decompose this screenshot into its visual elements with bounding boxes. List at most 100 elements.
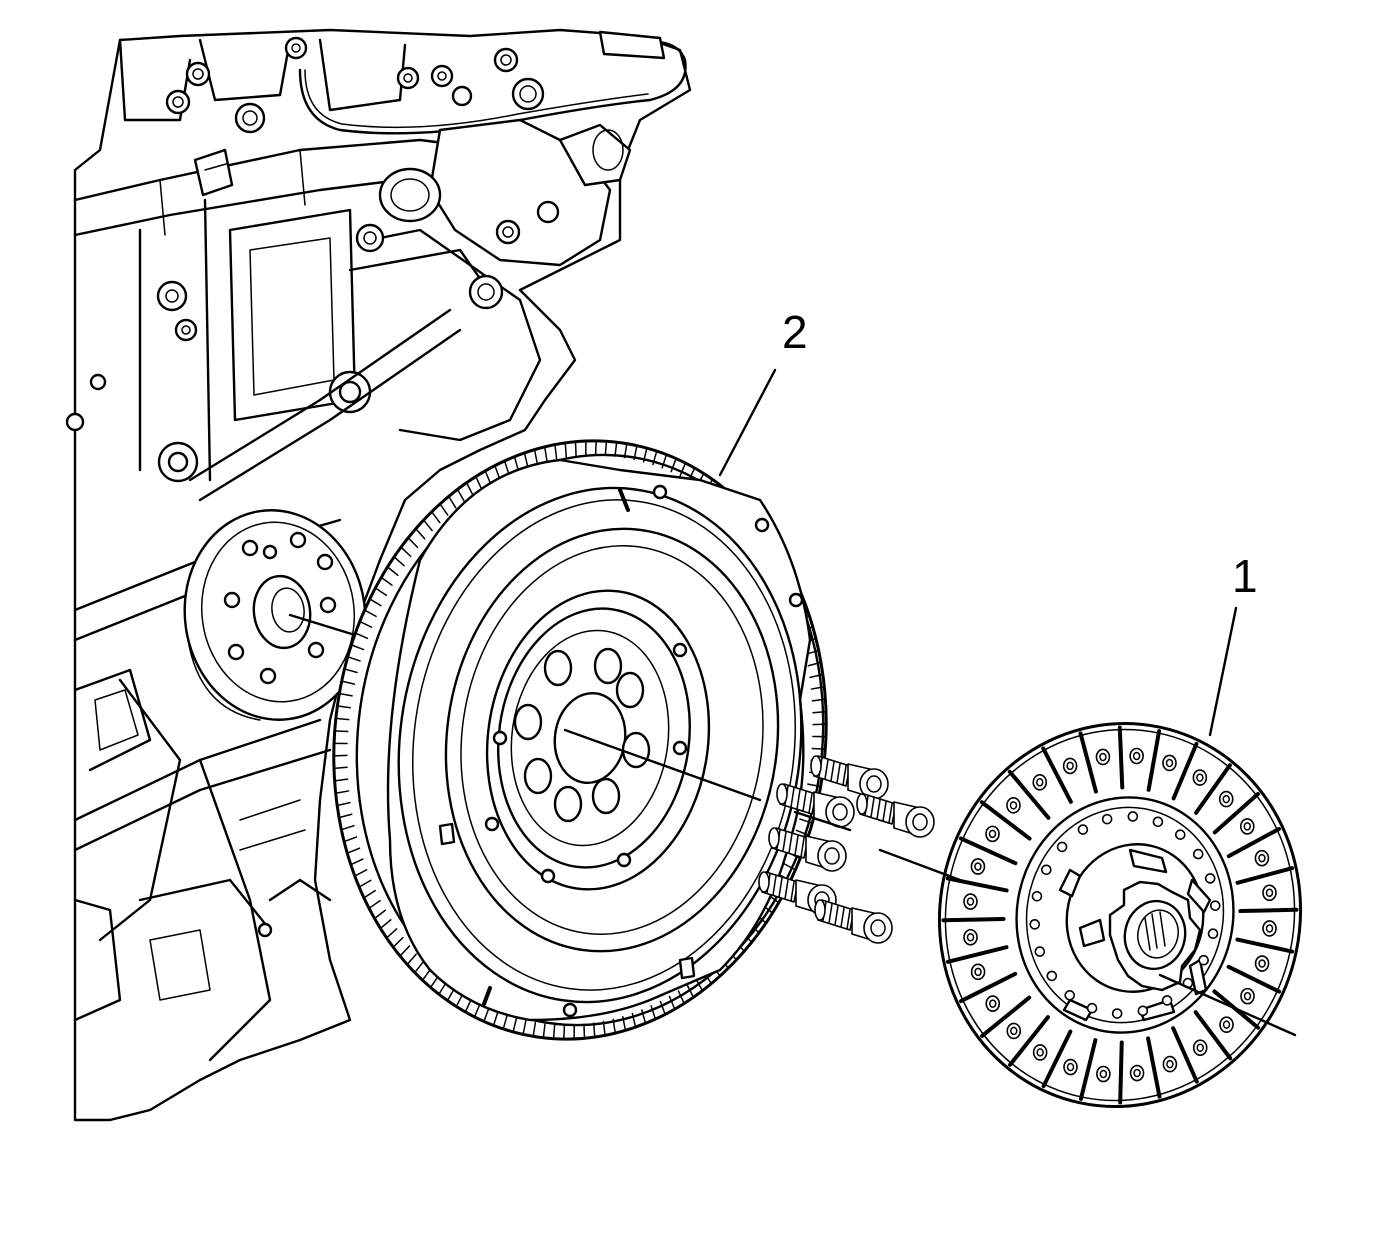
gear-tooth (513, 455, 519, 471)
gear-tooth (336, 801, 351, 807)
gear-tooth (795, 829, 810, 836)
gear-tooth (386, 566, 399, 577)
facing-rivet (1254, 955, 1270, 972)
gear-tooth (552, 1023, 556, 1040)
hub-hole (1031, 890, 1043, 902)
gear-tooth (385, 928, 398, 939)
gear-tooth (475, 475, 483, 490)
facing-rivet (1254, 849, 1270, 867)
facing-groove (1078, 731, 1098, 794)
gear-tooth (679, 462, 687, 477)
facing-groove (945, 945, 1009, 964)
gear-tooth (512, 1017, 518, 1033)
gear-tooth (464, 998, 472, 1013)
gear-tooth (354, 869, 368, 877)
flywheel-bolt (768, 827, 847, 872)
facing-rivet (963, 893, 978, 910)
gear-tooth (430, 511, 441, 524)
gear-tooth (413, 961, 425, 974)
gear-tooth (399, 945, 411, 957)
callout-label-1: 1 (1232, 550, 1258, 602)
gear-tooth (543, 446, 548, 462)
gear-tooth (333, 766, 348, 770)
gear-tooth (363, 889, 376, 899)
engine-block (65, 28, 692, 1122)
gear-tooth (338, 692, 353, 697)
gear-tooth (523, 452, 529, 468)
gear-tooth (456, 488, 465, 502)
facing-groove (1238, 907, 1299, 914)
flywheel-bolts (758, 755, 935, 944)
gear-tooth (604, 440, 608, 457)
facing-groove (1171, 741, 1199, 801)
facing-rivet (1219, 1016, 1234, 1033)
callout-1-leader (1208, 606, 1238, 737)
gear-tooth (422, 519, 433, 532)
hub-hole (1064, 990, 1076, 1001)
gear-tooth (335, 717, 350, 721)
facing-rivets (963, 747, 1277, 1083)
facing-rivet (1006, 1022, 1022, 1040)
callout-label-2: 2 (782, 306, 808, 358)
gear-tooth (400, 546, 412, 558)
gear-tooth (533, 448, 538, 465)
gear-tooth (392, 936, 404, 948)
gear-tooth (447, 495, 457, 509)
hub-hole (1174, 829, 1186, 840)
gear-tooth (522, 1019, 527, 1036)
gear-tooth (564, 442, 568, 458)
facing-rivet (970, 963, 986, 981)
facing-rivet (1162, 1055, 1178, 1073)
facing-groove (1193, 1010, 1233, 1061)
hub-hole (1034, 946, 1046, 957)
gear-tooth (554, 443, 558, 460)
facing-rivet (1063, 1058, 1078, 1076)
facing-groove (1041, 1029, 1073, 1089)
gear-tooth (363, 609, 377, 618)
hub-hole (1101, 813, 1113, 825)
gear-tooth (465, 482, 474, 496)
gear-tooth (439, 503, 449, 516)
facing-rivet (1062, 757, 1078, 775)
facing-groove (980, 995, 1032, 1038)
facing-groove (1235, 866, 1295, 885)
gear-tooth (473, 1003, 481, 1018)
gear-tooth (346, 847, 361, 854)
gear-tooth (336, 705, 352, 709)
gear-tooth (350, 644, 365, 651)
gear-tooth (343, 836, 358, 843)
hub-hole (1029, 919, 1041, 930)
gear-tooth (532, 1021, 537, 1038)
facing-rivet (1162, 754, 1177, 772)
facing-rivet (1129, 1064, 1145, 1082)
facing-rivet (1192, 1039, 1208, 1057)
gear-tooth (333, 754, 348, 757)
gear-tooth (340, 824, 355, 831)
facing-rivet (1262, 884, 1277, 902)
gear-tooth (659, 1000, 666, 1016)
gear-tooth (563, 1024, 566, 1040)
gear-tooth (354, 632, 369, 640)
facing-groove (1008, 1015, 1050, 1067)
gear-tooth (502, 1014, 508, 1030)
facing-groove (1194, 763, 1232, 815)
hub-hole (1198, 954, 1209, 966)
hub-hole (1127, 811, 1139, 822)
facing-groove (1146, 1036, 1162, 1099)
hub-hole (1041, 864, 1052, 876)
facing-rivet (1096, 1065, 1111, 1083)
ring-gear-teeth (333, 440, 827, 1040)
gear-tooth (358, 879, 372, 888)
gear-tooth (334, 790, 350, 794)
gear-tooth (350, 858, 364, 866)
gear-tooth (368, 899, 381, 910)
facing-groove (979, 800, 1032, 841)
facing-rivet (985, 995, 1001, 1012)
gear-tooth (641, 1009, 647, 1025)
facing-groove (958, 836, 1018, 866)
hub-hole (1192, 848, 1204, 860)
facing-rivet (1192, 769, 1208, 786)
flywheel-bolt (776, 783, 855, 828)
gear-tooth (393, 556, 405, 567)
gear-tooth (650, 1005, 657, 1020)
